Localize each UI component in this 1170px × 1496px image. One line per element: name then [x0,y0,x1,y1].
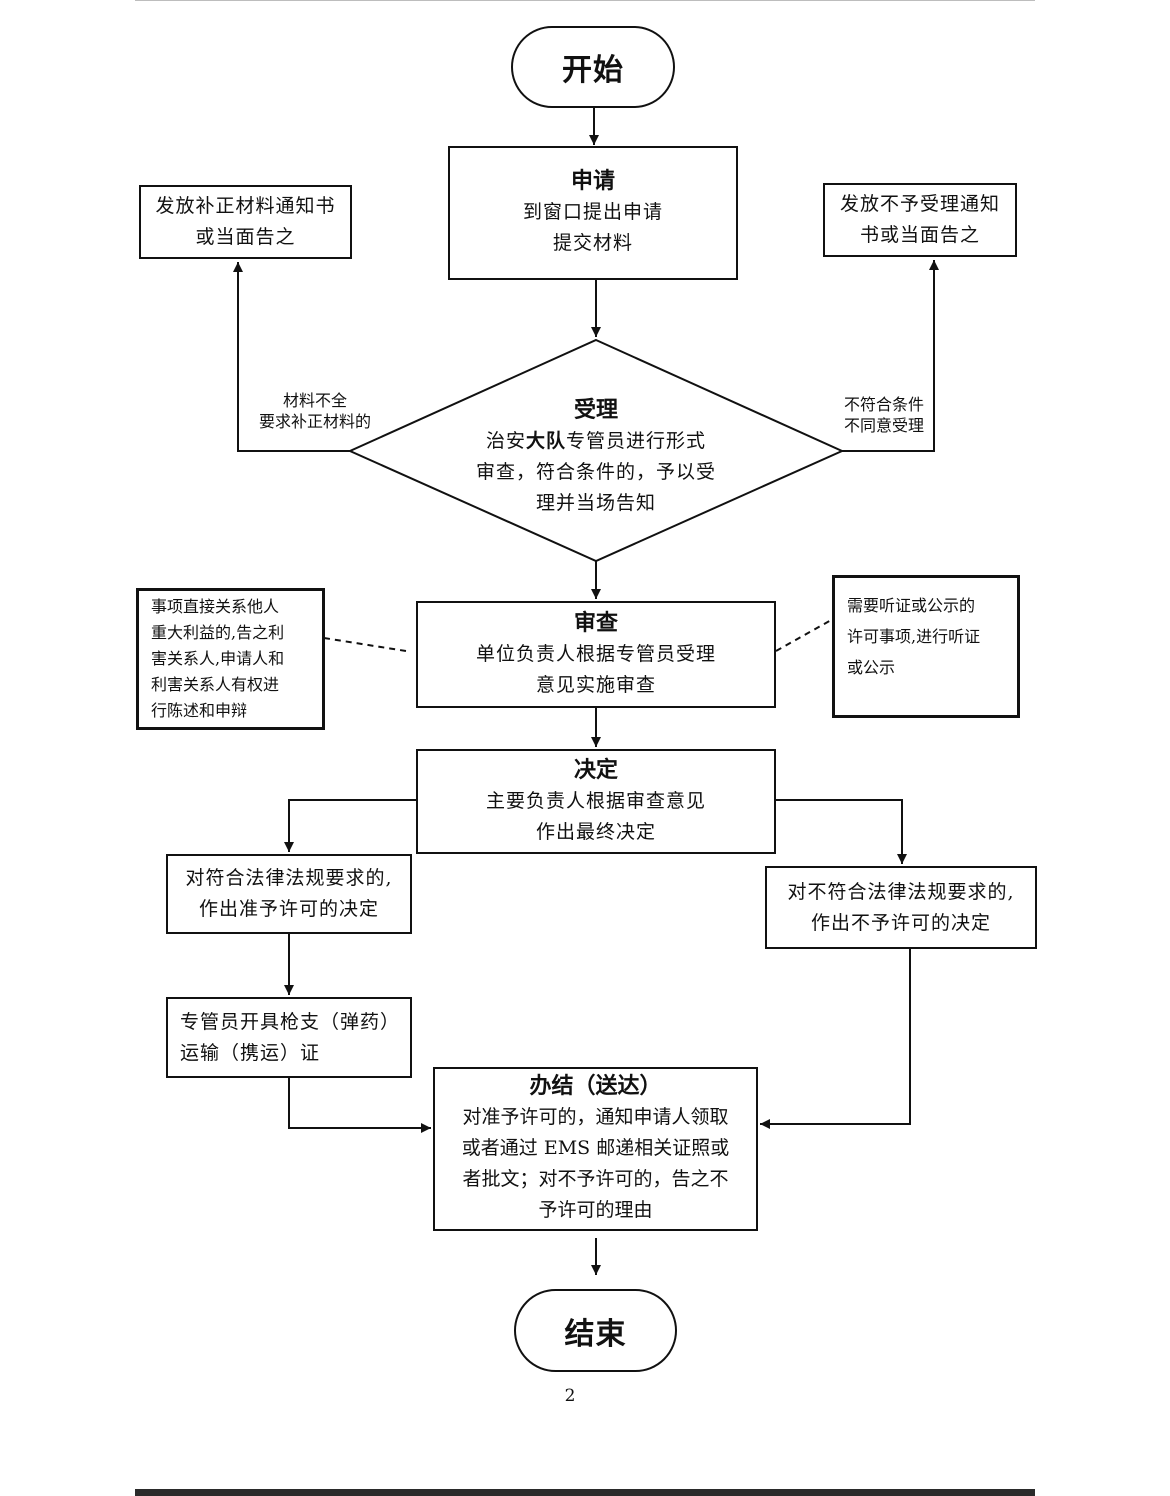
left-branch-label-1: 材料不全 [282,391,347,410]
decision-line-1: 主要负责人根据审查意见 [485,789,706,812]
interest-line-4: 利害关系人有权进 [151,675,280,694]
reject-notice-box: 发放不予受理通知 书或当面告之 [823,183,1017,257]
deliver-box: 办结（送达） 对准予许可的，通知申请人领取 或者通过 EMS 邮递相关证照或 者… [433,1067,758,1231]
right-branch-label-1: 不符合条件 [843,395,924,414]
review-box: 审查 单位负责人根据专管员受理 意见实施审查 [416,601,776,708]
review-line-1: 单位负责人根据专管员受理 [475,642,716,665]
supplement-line-1: 发放补正材料通知书 [155,195,336,217]
hearing-line-1: 需要听证或公示的 [847,596,976,615]
left-branch-label: 材料不全 要求补正材料的 [250,390,380,432]
hearing-line-3: 或公示 [847,658,896,677]
permit-line-1: 专管员开具枪支（弹药） [180,1010,401,1033]
approve-line-2: 作出准予许可的决定 [198,898,379,920]
reject-line-2: 书或当面告之 [859,224,980,246]
interest-note-box: 事项直接关系他人 重大利益的,告之利 害关系人,申请人和 利害关系人有权进 行陈… [136,588,325,730]
interest-line-1: 事项直接关系他人 [151,597,280,616]
right-branch-label: 不符合条件 不同意受理 [836,394,932,436]
deny-box: 对不符合法律法规要求的, 作出不予许可的决定 [765,866,1037,949]
arrow-accept-to-reject [842,260,939,452]
deliver-line-3: 者批文；对不予许可的，告之不 [462,1168,729,1190]
permit-box: 专管员开具枪支（弹药） 运输（携运）证 [166,997,412,1078]
review-line-2: 意见实施审查 [535,673,656,696]
accept-diamond-text: 受理 治安大队专管员进行形式 审查，符合条件的，予以受 理并当场告知 [446,396,746,519]
permit-line-2: 运输（携运）证 [180,1041,321,1064]
deny-line-2: 作出不予许可的决定 [810,911,991,934]
accept-line-2: 审查，符合条件的，予以受 [475,461,716,483]
apply-line-1: 到窗口提出申请 [522,201,663,223]
apply-line-2: 提交材料 [552,232,633,254]
left-branch-label-2: 要求补正材料的 [258,412,371,431]
arrow-decision-to-deny [776,799,907,864]
accept-line-3: 理并当场告知 [535,492,656,514]
interest-line-3: 害关系人,申请人和 [151,649,285,668]
accept-title: 受理 [573,398,618,423]
deny-line-1: 对不符合法律法规要求的, [787,880,1015,903]
arrow-accept-to-supplement [233,262,350,452]
top-rule [135,0,1035,1]
apply-title: 申请 [570,169,615,194]
arrow-permit-to-deliver [288,1077,431,1133]
accept-diamond-shape [347,338,845,563]
decision-box: 决定 主要负责人根据审查意见 作出最终决定 [416,749,776,854]
supplement-line-2: 或当面告之 [195,226,296,248]
dashed-link-hearing [775,618,834,652]
deliver-line-2: 或者通过 EMS 邮递相关证照或 [461,1137,730,1159]
decision-line-2: 作出最终决定 [535,820,656,843]
start-label: 开始 [562,53,624,88]
dashed-link-interest [323,637,407,652]
review-title: 审查 [573,610,618,636]
interest-line-5: 行陈述和申辩 [151,701,248,720]
approve-line-1: 对符合法律法规要求的, [185,867,393,889]
end-terminal: 结束 [514,1289,677,1372]
hearing-note-box: 需要听证或公示的 许可事项,进行听证 或公示 [832,575,1020,718]
end-label: 结束 [564,1316,627,1352]
accept-line-1: 治安大队专管员进行形式 [485,430,707,452]
hearing-line-2: 许可事项,进行听证 [847,627,981,646]
apply-box: 申请 到窗口提出申请 提交材料 [448,146,738,280]
arrow-deny-to-deliver [760,948,911,1129]
interest-line-2: 重大利益的,告之利 [151,623,285,642]
supplement-notice-box: 发放补正材料通知书 或当面告之 [139,185,352,259]
bottom-rule [135,1489,1035,1496]
decision-title: 决定 [573,757,618,783]
reject-line-1: 发放不予受理通知 [839,193,1000,215]
approve-box: 对符合法律法规要求的, 作出准予许可的决定 [166,854,412,934]
deliver-line-4: 予许可的理由 [538,1199,653,1221]
deliver-title: 办结（送达） [529,1074,662,1099]
right-branch-label-2: 不同意受理 [843,416,924,435]
page-number: 2 [564,1386,576,1406]
start-terminal: 开始 [511,26,675,108]
arrow-decision-to-approve [284,799,416,852]
deliver-line-1: 对准予许可的，通知申请人领取 [462,1106,729,1128]
